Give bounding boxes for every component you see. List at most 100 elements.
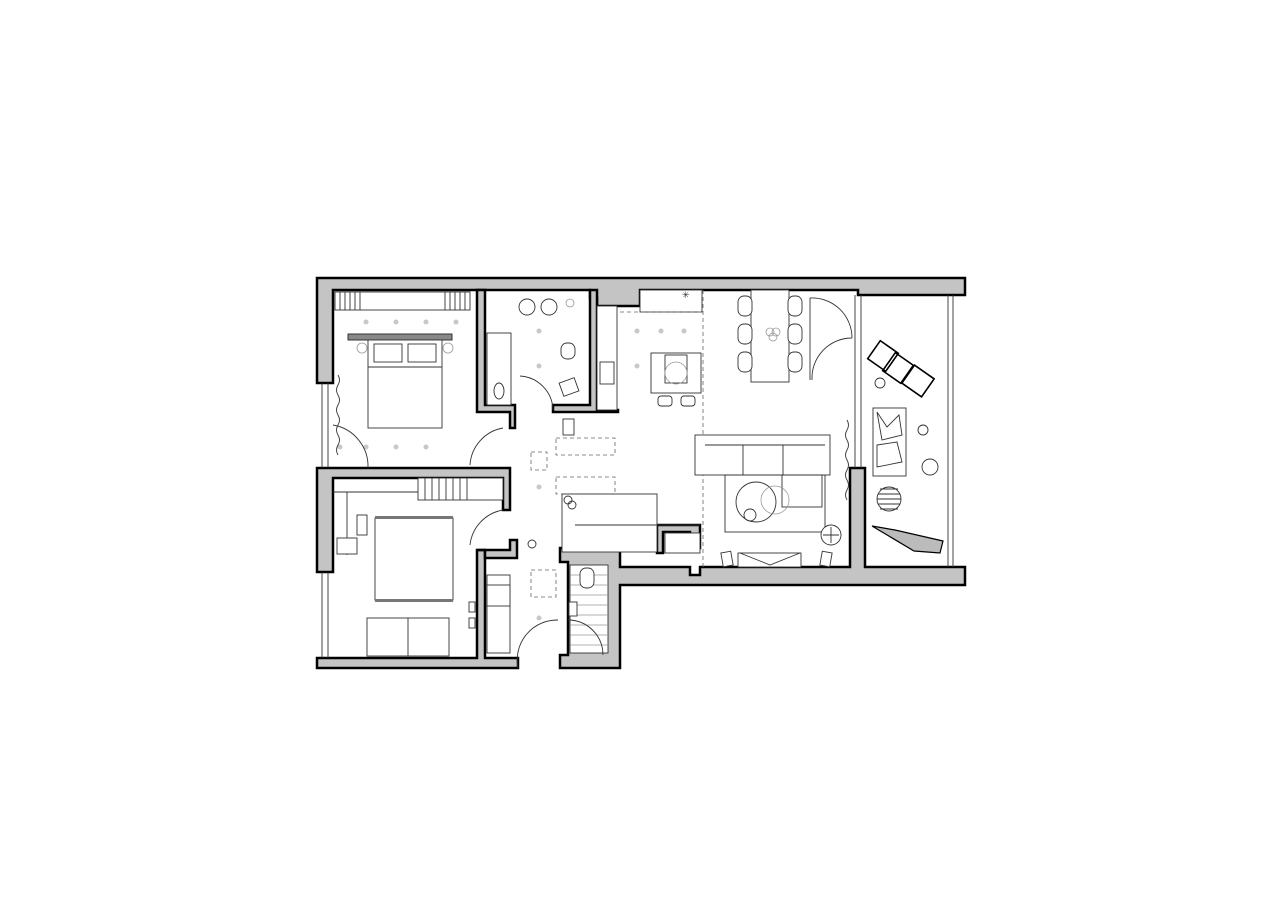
bed-2-foot bbox=[375, 599, 453, 602]
hob bbox=[664, 354, 688, 384]
door-swing-corridor-1 bbox=[469, 427, 504, 466]
upper-cabinets bbox=[639, 289, 703, 313]
bed-2 bbox=[374, 517, 454, 601]
laundry-basket bbox=[562, 418, 575, 436]
bar-stool-1 bbox=[657, 395, 673, 407]
hob-burner bbox=[664, 361, 688, 385]
outdoor-cushions bbox=[876, 411, 903, 468]
dining-chairs bbox=[737, 295, 803, 373]
hammock bbox=[871, 525, 944, 554]
bathroom-stool bbox=[558, 377, 580, 397]
toilet bbox=[579, 567, 595, 589]
floor-lamp bbox=[527, 539, 537, 549]
wall-wc bbox=[558, 466, 967, 670]
extractor-icon: ✳ bbox=[682, 290, 690, 300]
washer bbox=[486, 584, 511, 607]
door-swing-entrance bbox=[516, 619, 559, 669]
sink-2 bbox=[540, 298, 558, 316]
desk-chair bbox=[356, 514, 368, 536]
bathtub-drain bbox=[493, 382, 505, 400]
lamp-right bbox=[442, 342, 454, 354]
balcony-rail bbox=[947, 295, 954, 567]
headboard bbox=[347, 333, 453, 341]
tv bbox=[739, 552, 801, 566]
wardrobe-2-hangers bbox=[424, 478, 468, 500]
side-table bbox=[336, 537, 358, 555]
vase-1 bbox=[765, 327, 775, 337]
vase-3 bbox=[768, 332, 778, 342]
corridor-lights bbox=[536, 328, 542, 621]
chaise-longue bbox=[781, 474, 823, 508]
lounger-3 bbox=[900, 363, 936, 399]
rug bbox=[724, 474, 826, 533]
towel-ring bbox=[565, 298, 575, 308]
lamp-left bbox=[356, 342, 368, 354]
rug-1 bbox=[555, 437, 616, 456]
wc-sink bbox=[568, 601, 578, 617]
wardrobe-2 bbox=[417, 477, 504, 501]
ottoman-1 bbox=[530, 451, 548, 471]
sofa bbox=[694, 434, 831, 476]
small-stool-1 bbox=[468, 601, 476, 613]
bedroom-1 bbox=[332, 291, 504, 469]
bathtub bbox=[486, 332, 512, 406]
storage-closet bbox=[664, 532, 701, 554]
bedroom-2 bbox=[333, 477, 504, 657]
door-swing-bedroom-2 bbox=[469, 509, 504, 546]
walls bbox=[315, 276, 967, 670]
living-room bbox=[664, 419, 849, 568]
kitchen-lights bbox=[634, 328, 687, 369]
pot-2 bbox=[567, 500, 577, 510]
pillow-left bbox=[373, 343, 403, 363]
coffee-table bbox=[735, 481, 777, 523]
bed-2-head bbox=[375, 516, 453, 519]
window-bedroom-2 bbox=[321, 572, 329, 658]
small-stool-2 bbox=[468, 617, 476, 629]
lounger-2 bbox=[881, 351, 915, 385]
wall-bottom-left bbox=[315, 548, 520, 670]
balcony-stool-1 bbox=[917, 424, 929, 436]
window-bedroom-1 bbox=[321, 383, 329, 468]
bathroom bbox=[486, 298, 580, 436]
planter-slats bbox=[877, 488, 901, 510]
balcony bbox=[866, 339, 944, 554]
wardrobe bbox=[334, 291, 471, 311]
sofa-cushions bbox=[705, 444, 825, 475]
wall-bathroom-right bbox=[551, 288, 620, 414]
kitchen-lower-counter bbox=[561, 493, 658, 553]
bidet bbox=[560, 342, 576, 360]
armchair-left bbox=[720, 550, 734, 568]
ottoman-2 bbox=[530, 569, 557, 598]
wardrobe-hangers bbox=[339, 292, 466, 310]
kitchen: ✳ bbox=[561, 289, 704, 567]
curtain bbox=[336, 374, 340, 456]
living-curtain bbox=[845, 419, 849, 501]
side-table-balcony bbox=[874, 377, 886, 389]
side-coffee-table bbox=[760, 485, 790, 515]
kitchen-sink bbox=[599, 361, 615, 385]
armchair-right bbox=[819, 550, 833, 568]
sink-1 bbox=[518, 298, 536, 316]
windows bbox=[321, 295, 954, 658]
tray bbox=[743, 508, 757, 522]
kitchen-counter-left bbox=[596, 305, 618, 411]
pillow-right bbox=[407, 343, 437, 363]
balcony-door-line bbox=[854, 295, 862, 468]
tv-console bbox=[737, 552, 802, 568]
ceiling-lights bbox=[337, 319, 459, 450]
balcony-stool-2 bbox=[921, 458, 939, 476]
lounger-1 bbox=[866, 339, 900, 373]
wall-bathroom bbox=[475, 288, 517, 430]
wall-corridor-lower bbox=[477, 538, 519, 560]
bar-stool-2 bbox=[680, 395, 696, 407]
wc bbox=[567, 564, 609, 656]
dining bbox=[737, 289, 853, 383]
vase-2 bbox=[771, 327, 781, 337]
corridor bbox=[486, 328, 616, 669]
door-swing-balcony bbox=[809, 297, 853, 381]
rug-2 bbox=[555, 476, 616, 495]
plant-cross bbox=[823, 527, 839, 543]
door-swing-bedroom-1 bbox=[332, 424, 369, 469]
door-swing-wc bbox=[567, 619, 604, 656]
